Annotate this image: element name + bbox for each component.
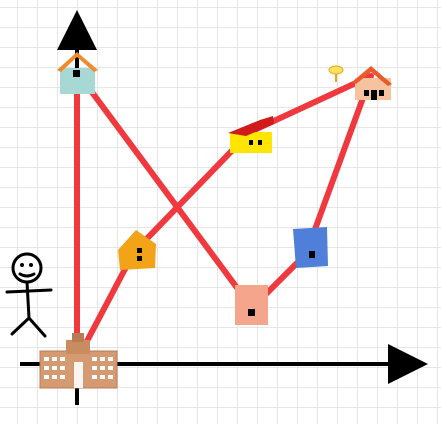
- teal-house-icon: [57, 52, 98, 94]
- route-line: [74, 69, 374, 363]
- orange-house-icon: [118, 230, 156, 270]
- school-building-icon: [39, 333, 118, 389]
- stick-figure-icon: [5, 252, 53, 338]
- red-house-icon: [328, 65, 392, 100]
- pink-house-icon: [235, 285, 268, 325]
- yellow-house-icon: [228, 116, 274, 153]
- blue-house-icon: [293, 227, 328, 268]
